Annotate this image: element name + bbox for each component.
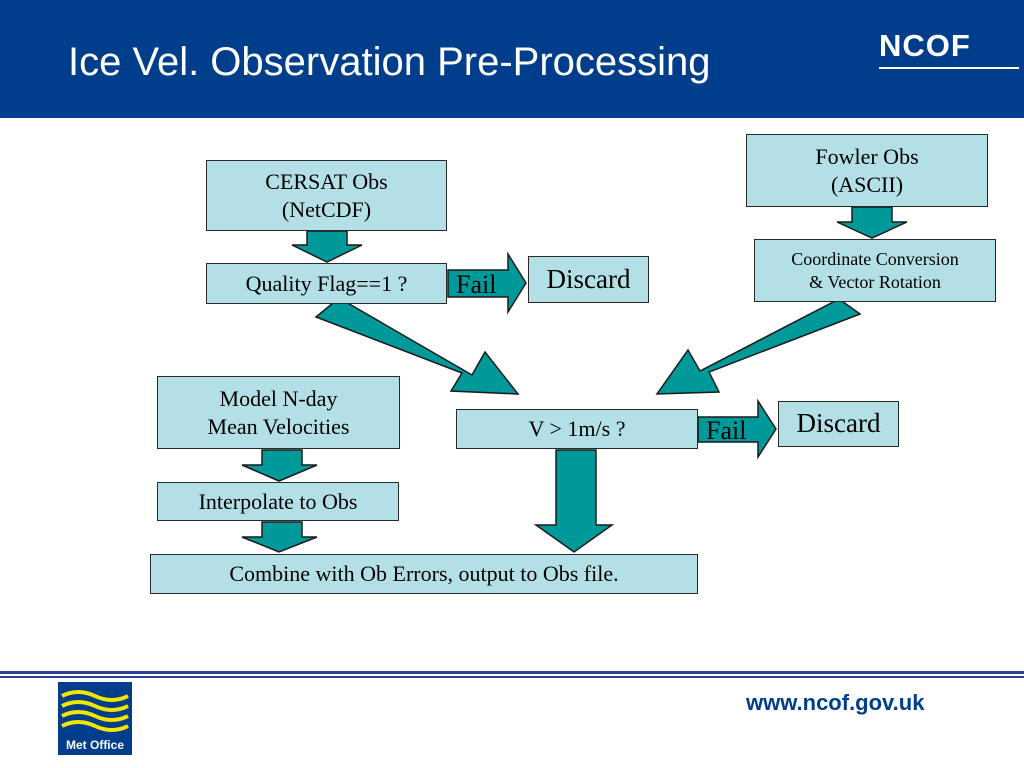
arrow-fail-1 xyxy=(447,251,527,315)
combine-label: Combine with Ob Errors, output to Obs fi… xyxy=(229,561,619,587)
model-velocities-box: Model N-day Mean Velocities xyxy=(157,376,400,449)
arrow-fail-2 xyxy=(697,398,777,460)
fail-label-1: Fail xyxy=(456,270,497,299)
cersat-format-label: (NetCDF) xyxy=(281,196,372,222)
cersat-obs-label: CERSAT Obs xyxy=(265,169,388,194)
ncof-logo-underline xyxy=(879,67,1019,69)
footer-divider-thin xyxy=(0,676,1024,678)
met-office-logo-text: Met Office xyxy=(66,738,124,752)
arrow-coord-to-velocity xyxy=(655,298,862,395)
arrow-cersat-to-quality xyxy=(291,230,363,263)
discard-box-2: Discard xyxy=(778,401,899,447)
discard-label-2: Discard xyxy=(796,408,881,439)
vector-rotation-label: & Vector Rotation xyxy=(809,271,941,292)
quality-flag-box: Quality Flag==1 ? xyxy=(206,263,447,304)
fowler-format-label: (ASCII) xyxy=(830,171,904,197)
velocity-check-label: V > 1m/s ? xyxy=(528,416,626,442)
ncof-logo-text: NCOF xyxy=(879,28,971,63)
interpolate-box: Interpolate to Obs xyxy=(157,482,399,521)
footer-divider xyxy=(0,671,1024,674)
footer-url: www.ncof.gov.uk xyxy=(746,690,925,715)
arrow-interpolate-to-combine xyxy=(241,521,318,553)
coordinate-conversion-label: Coordinate Conversion xyxy=(791,249,959,269)
combine-box: Combine with Ob Errors, output to Obs fi… xyxy=(150,554,698,594)
interpolate-label: Interpolate to Obs xyxy=(198,488,358,514)
coordinate-conversion-box: Coordinate Conversion & Vector Rotation xyxy=(754,239,996,302)
quality-flag-label: Quality Flag==1 ? xyxy=(245,270,408,296)
header-bar: Ice Vel. Observation Pre-Processing NCOF xyxy=(0,0,1024,118)
fail-label-2: Fail xyxy=(706,416,747,445)
arrow-fowler-to-coord xyxy=(836,206,908,239)
fowler-obs-box: Fowler Obs (ASCII) xyxy=(746,134,988,207)
discard-label-1: Discard xyxy=(546,263,631,294)
arrow-quality-to-velocity xyxy=(314,297,520,395)
velocity-check-box: V > 1m/s ? xyxy=(456,409,698,449)
cersat-obs-box: CERSAT Obs (NetCDF) xyxy=(206,160,447,231)
arrow-model-to-interpolate xyxy=(241,449,318,482)
slide-title: Ice Vel. Observation Pre-Processing xyxy=(68,40,711,84)
arrow-velocity-to-combine xyxy=(533,449,615,553)
model-nday-label: Model N-day xyxy=(219,386,338,411)
mean-velocities-label: Mean Velocities xyxy=(207,413,350,439)
discard-box-1: Discard xyxy=(528,256,649,303)
fowler-obs-label: Fowler Obs xyxy=(815,144,919,169)
met-office-logo: Met Office xyxy=(58,682,132,755)
